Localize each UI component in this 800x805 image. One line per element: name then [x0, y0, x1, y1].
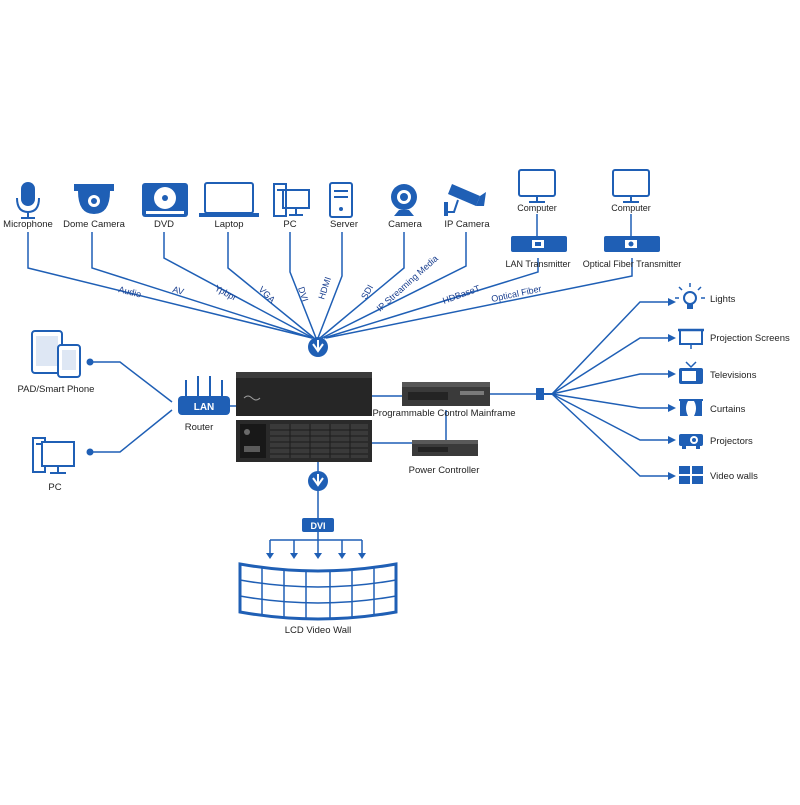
- dome-camera-icon: [74, 184, 114, 214]
- source-label-ip-camera: IP Camera: [444, 219, 490, 230]
- source-label-laptop: Laptop: [214, 219, 243, 230]
- video-wall-icon: [679, 466, 703, 484]
- computer-icon: [518, 169, 556, 203]
- dvi-badge: DVI: [302, 518, 334, 532]
- connection-label: SDI: [359, 283, 375, 301]
- power-controller-label: Power Controller: [409, 465, 480, 476]
- connection-label: DVI: [296, 286, 310, 303]
- connection-label: HDMI: [316, 276, 333, 301]
- microphone-icon: [16, 182, 40, 219]
- source-label-camera: Camera: [388, 219, 423, 230]
- ip-camera-icon: [444, 184, 486, 216]
- programmable-control-mainframe-icon: [402, 382, 490, 406]
- lcd-video-wall-icon: [238, 562, 398, 621]
- projection-screen-icon: [678, 328, 704, 349]
- router-icon: LAN: [178, 376, 230, 415]
- connection-label: Optical Fiber: [490, 284, 542, 304]
- lcd-video-wall-label: LCD Video Wall: [285, 625, 352, 636]
- pc-label: PC: [48, 482, 61, 493]
- pad-smart-phone-label: PAD/Smart Phone: [18, 384, 95, 395]
- output-label-curtains: Curtains: [710, 404, 746, 415]
- source-label-microphone: Microphone: [3, 219, 53, 230]
- light-bulb-icon: [675, 283, 705, 309]
- connection-labels: Audio AV Ypbpr VGA DVI HDMI SDI IP Strea…: [118, 253, 543, 313]
- connection-label: Ypbpr: [213, 283, 238, 303]
- computer-label: Computer: [517, 203, 557, 213]
- lan-transmitter-icon: [511, 236, 567, 252]
- source-label-dvd: DVD: [154, 219, 174, 230]
- source-label-pc: PC: [283, 219, 296, 230]
- output-connector: [536, 388, 552, 400]
- center-wires: [317, 393, 536, 472]
- server-icon: [329, 182, 353, 218]
- projector-icon: [679, 434, 703, 449]
- matrix-switcher-top: [236, 372, 372, 416]
- source-label-server: Server: [330, 219, 358, 230]
- television-icon: [679, 361, 703, 384]
- left-wires: [86, 358, 236, 456]
- input-hub-arrow: [308, 337, 328, 357]
- router-badge: LAN: [194, 402, 215, 413]
- connection-label: HDBaseT: [441, 283, 482, 306]
- source-label-dome-camera: Dome Camera: [63, 219, 125, 230]
- connection-label: Audio: [118, 284, 143, 299]
- router-label: Router: [185, 422, 214, 433]
- output-label-projectors: Projectors: [710, 436, 753, 447]
- optical-fiber-transmitter-icon: [604, 236, 660, 252]
- output-arrow: [308, 471, 328, 491]
- laptop-icon: [199, 182, 259, 217]
- pc-icon: [32, 437, 75, 474]
- output-label-projection-screens: Projection Screens: [710, 333, 790, 344]
- power-controller-icon: [412, 440, 478, 456]
- output-wires: [551, 298, 676, 480]
- matrix-switcher-rear: [236, 420, 372, 462]
- dvd-icon: [142, 183, 188, 217]
- dvi-badge-label: DVI: [310, 521, 325, 531]
- output-label-lights: Lights: [710, 294, 736, 305]
- source-wires: [27, 232, 633, 339]
- computer-label: Computer: [611, 203, 651, 213]
- connection-label: AV: [171, 284, 185, 297]
- lan-transmitter-label: LAN Transmitter: [505, 259, 570, 269]
- pc-icon: [273, 183, 310, 217]
- optical-fiber-transmitter-label: Optical Fiber Transmitter: [583, 259, 682, 269]
- curtains-icon: [679, 399, 703, 416]
- tablet-phone-icon: [31, 330, 81, 378]
- output-label-video-walls: Video walls: [710, 471, 758, 482]
- computer-icon: [612, 169, 650, 203]
- output-label-televisions: Televisions: [710, 370, 757, 381]
- video-wall-distribution: [266, 532, 366, 559]
- mainframe-label: Programmable Control Mainframe: [372, 408, 515, 419]
- webcam-icon: [391, 184, 417, 216]
